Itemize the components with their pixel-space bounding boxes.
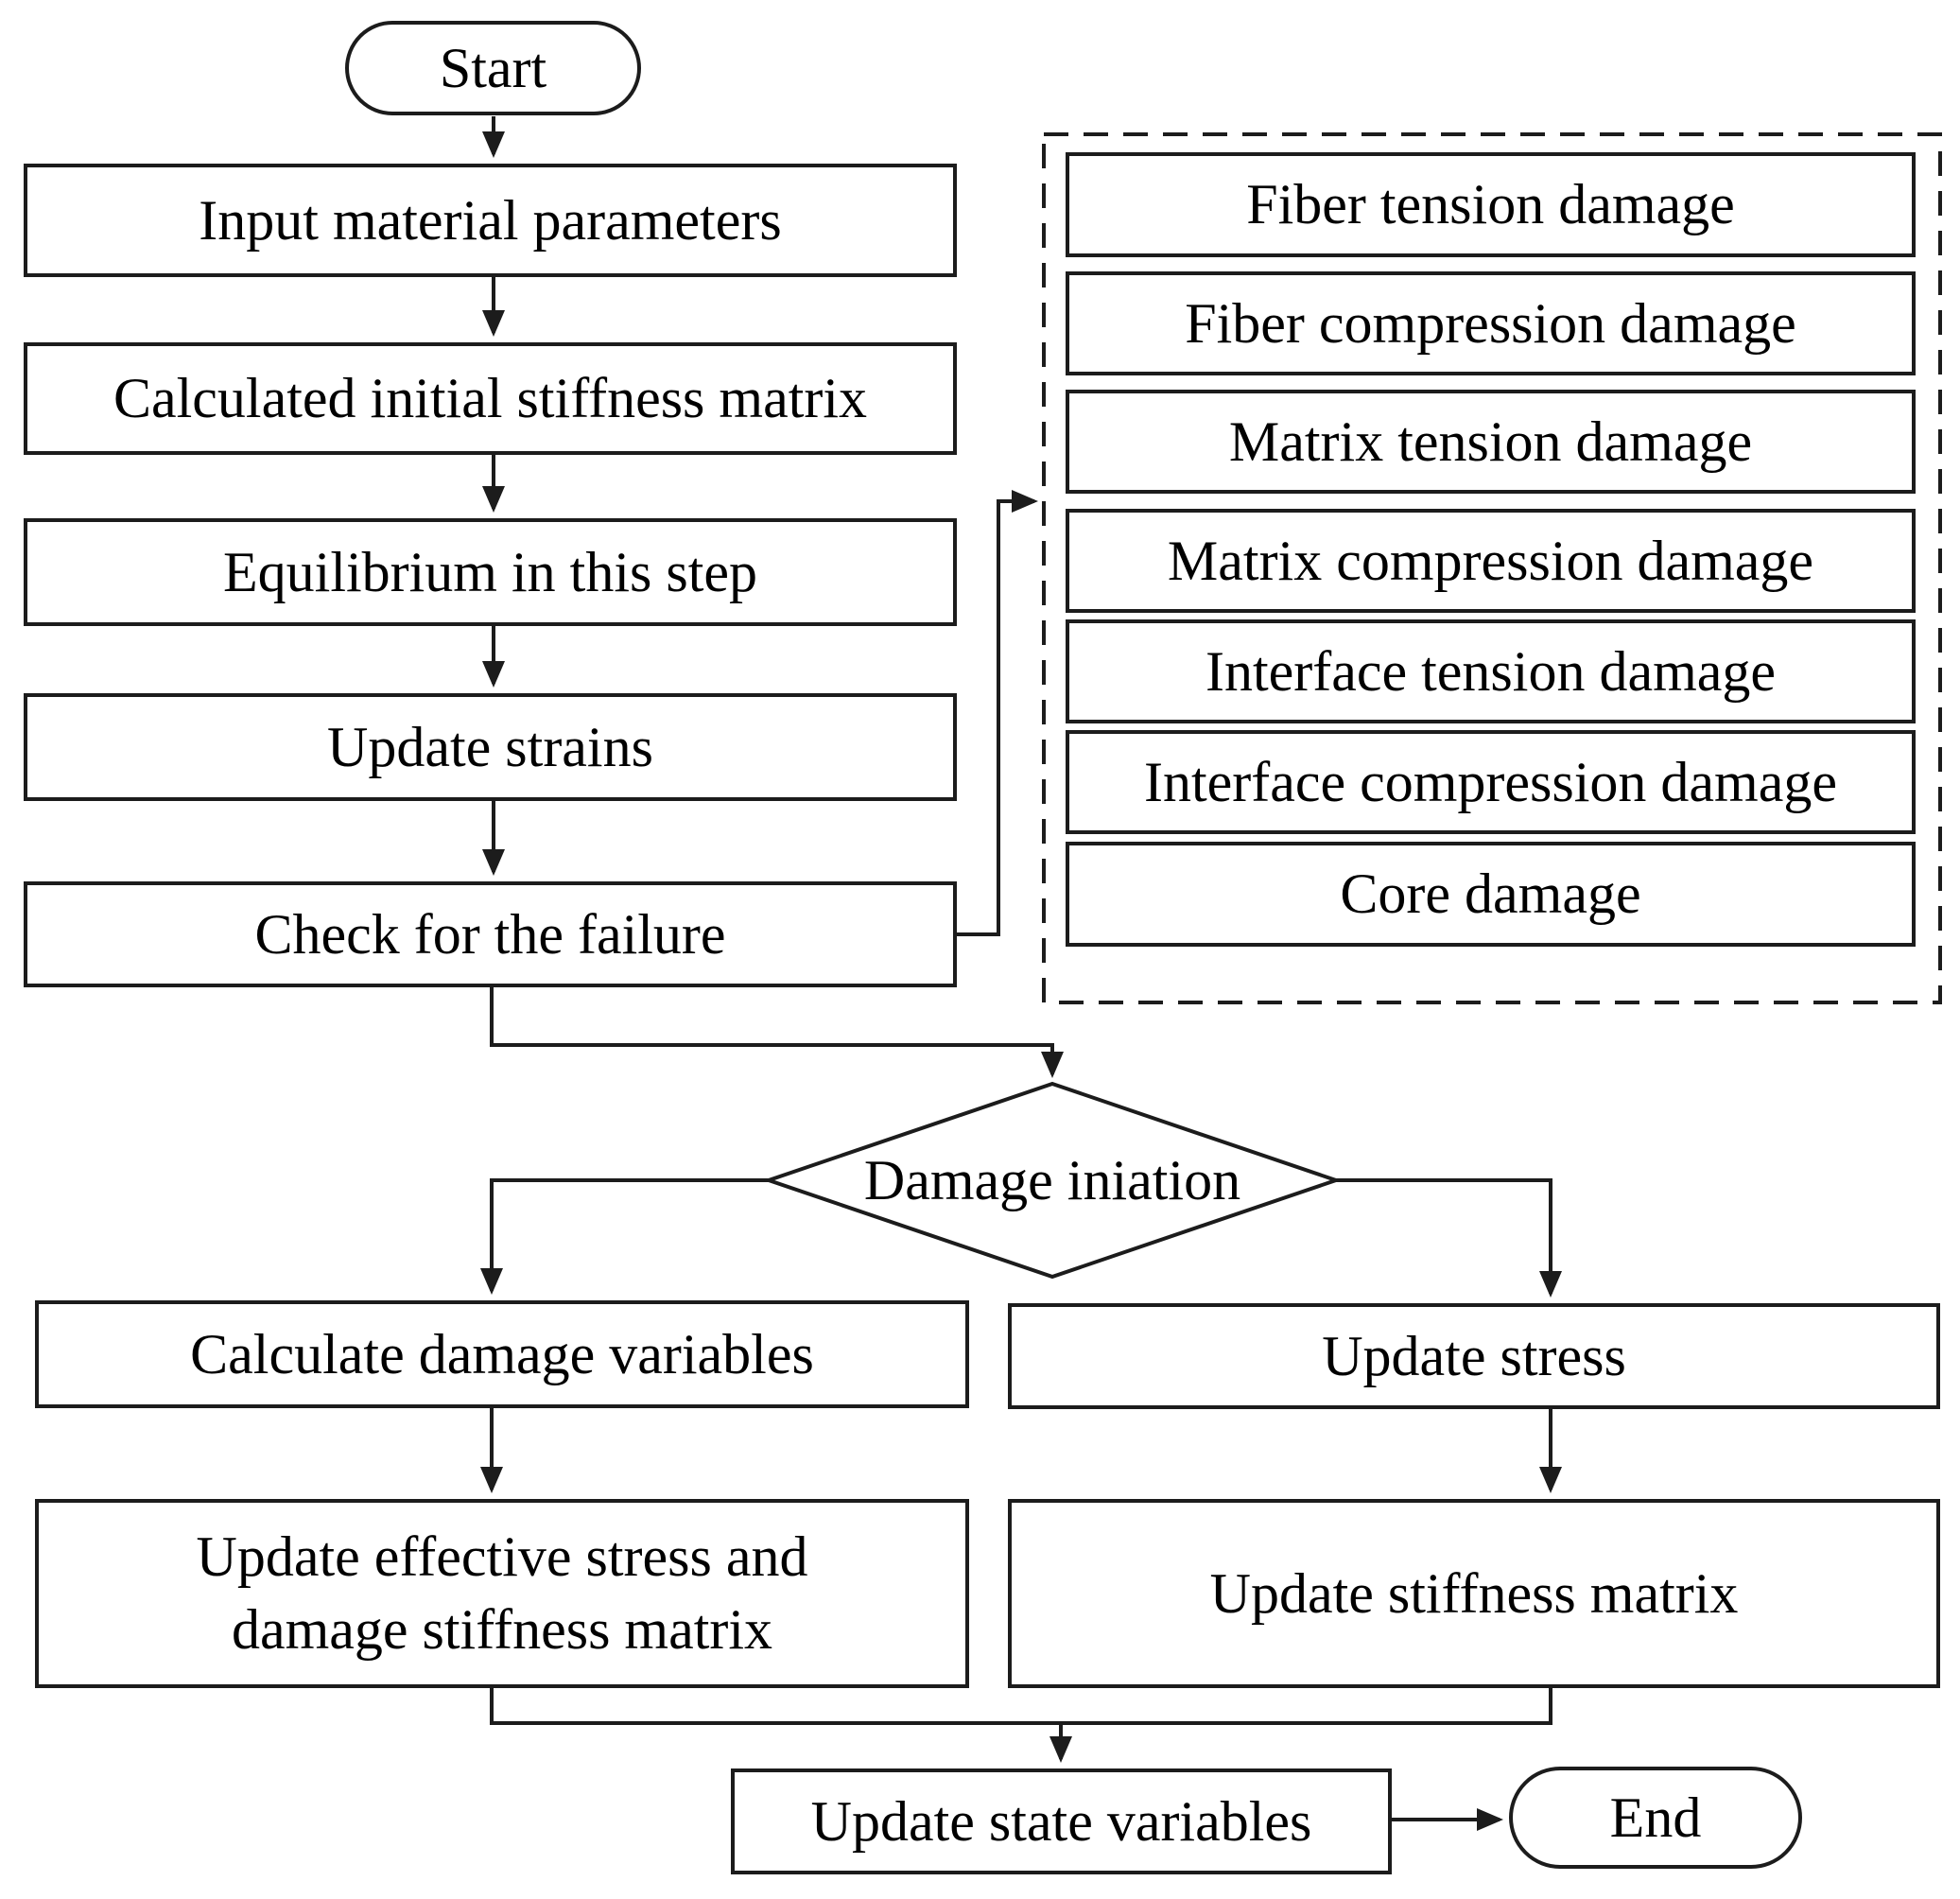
box-update-effective-stress-and-damage-stiffness-matrix: Update effective stress and damage stiff…: [35, 1499, 969, 1688]
box-matrix-compression-damage: Matrix compression damage: [1066, 509, 1916, 613]
box-label: Input material parameters: [199, 188, 782, 252]
box-check-for-the-failure: Check for the failure: [24, 881, 957, 987]
box-update-state-variables: Update state variables: [731, 1768, 1392, 1874]
box-fiber-tension-damage: Fiber tension damage: [1066, 152, 1916, 257]
box-update-strains: Update strains: [24, 693, 957, 801]
box-matrix-tension-damage: Matrix tension damage: [1066, 390, 1916, 494]
box-update-stiffness-matrix: Update stiffness matrix: [1008, 1499, 1940, 1688]
connector-check-to-damage-modes: [957, 490, 1038, 936]
end-label: End: [1609, 1786, 1702, 1849]
box-label: Matrix tension damage: [1228, 409, 1753, 473]
box-label: Update effective stress and damage stiff…: [196, 1525, 808, 1661]
damage-modes-group-border: [1042, 132, 1942, 1004]
box-calculated-initial-stiffness-matrix: Calculated initial stiffness matrix: [24, 342, 957, 455]
box-calculate-damage-variables: Calculate damage variables: [35, 1300, 969, 1408]
connector-merge-rail: [490, 1688, 1552, 1725]
box-label: Update stiffness matrix: [1209, 1561, 1739, 1625]
box-label: Core damage: [1340, 862, 1641, 926]
box-label: Calculate damage variables: [190, 1322, 814, 1385]
box-interface-compression-damage: Interface compression damage: [1066, 730, 1916, 834]
start-label: Start: [439, 36, 547, 99]
box-label: Fiber compression damage: [1185, 291, 1796, 355]
box-input-material-parameters: Input material parameters: [24, 164, 957, 277]
box-equilibrium-in-this-step: Equilibrium in this step: [24, 518, 957, 626]
connector-check-to-decision: [490, 987, 1064, 1078]
box-label: Equilibrium in this step: [223, 540, 757, 603]
decision-label: Damage iniation: [863, 1148, 1241, 1211]
decision-damage-initiation: Damage iniation: [792, 1131, 1312, 1229]
box-label: Fiber tension damage: [1246, 173, 1735, 236]
start-node: Start: [345, 21, 641, 115]
connector-decision-to-calc-damage: [480, 1178, 769, 1295]
box-update-stress: Update stress: [1008, 1303, 1940, 1409]
end-node: End: [1509, 1767, 1802, 1869]
box-label: Calculated initial stiffness matrix: [113, 367, 868, 430]
box-label: Interface tension damage: [1205, 639, 1777, 703]
box-interface-tension-damage: Interface tension damage: [1066, 619, 1916, 723]
box-label: Update stress: [1322, 1324, 1626, 1387]
box-fiber-compression-damage: Fiber compression damage: [1066, 271, 1916, 375]
box-label: Check for the failure: [254, 902, 726, 966]
box-label: Update state variables: [810, 1789, 1312, 1853]
decision-diamond-shape: [762, 1081, 1343, 1280]
box-label: Update strains: [327, 715, 653, 778]
box-label: Matrix compression damage: [1167, 529, 1814, 592]
box-label: Interface compression damage: [1144, 750, 1837, 813]
connector-decision-to-update-stress: [1336, 1178, 1562, 1298]
box-core-damage: Core damage: [1066, 842, 1916, 947]
